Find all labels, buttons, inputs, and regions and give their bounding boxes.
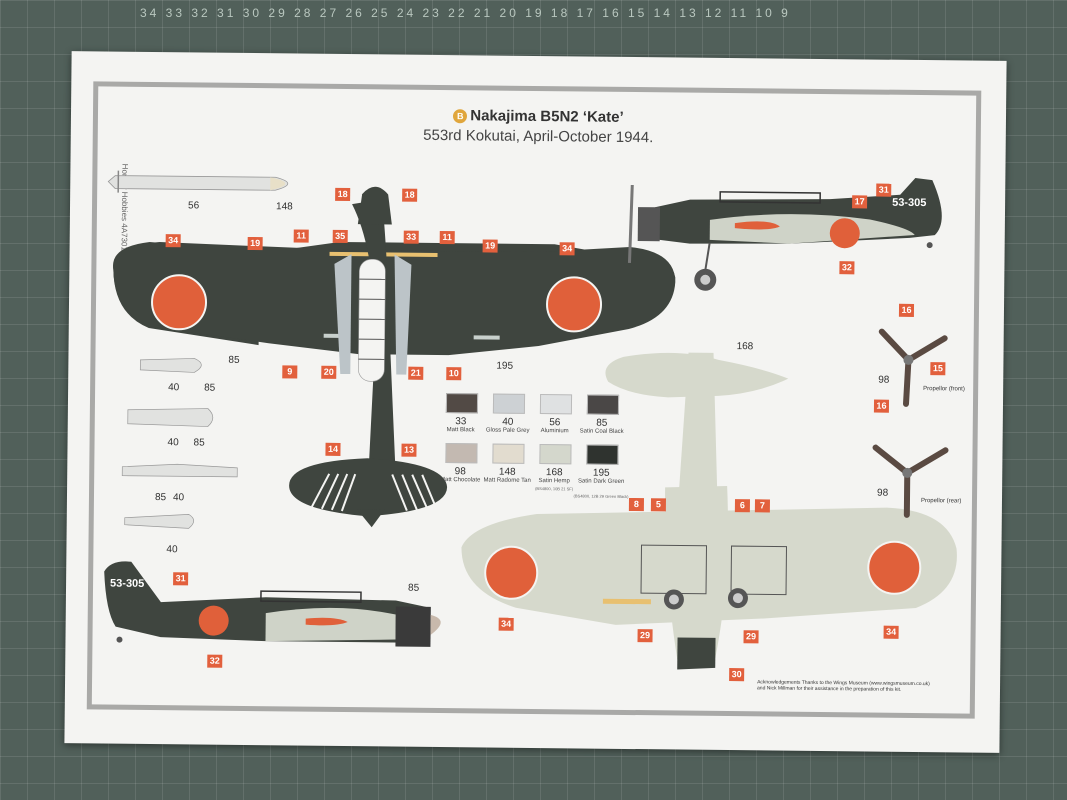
callout-15: 15 xyxy=(930,362,946,376)
swatch-40 xyxy=(492,393,526,414)
callout-18-right: 18 xyxy=(402,188,418,202)
part-num-98-front: 98 xyxy=(878,374,890,386)
code-left: 53-305 xyxy=(110,578,144,590)
swatch-85 xyxy=(586,394,620,415)
swatch-195-name: Satin Dark Green xyxy=(577,478,625,485)
part-num-40-b: 40 xyxy=(167,437,179,449)
callout-5: 5 xyxy=(650,498,666,512)
callout-11-left: 11 xyxy=(293,229,309,243)
underside-view-aircraft xyxy=(461,352,957,670)
callout-9: 9 xyxy=(282,365,298,379)
callout-14: 14 xyxy=(325,442,341,456)
part-num-40-d: 40 xyxy=(166,544,178,556)
callout-11-right: 11 xyxy=(439,230,455,245)
part-num-98-rear: 98 xyxy=(877,487,889,499)
part-num-40-a: 40 xyxy=(168,382,180,394)
acknowledgements: Acknowledgements Thanks to the Wings Mus… xyxy=(757,679,969,693)
swatch-56 xyxy=(539,394,573,415)
propeller-front-drawing xyxy=(878,328,948,407)
callout-31-left: 31 xyxy=(173,572,189,586)
callout-30: 30 xyxy=(729,668,745,682)
callout-35: 35 xyxy=(332,229,348,244)
swatch-98 xyxy=(445,443,478,464)
part-num-56: 56 xyxy=(187,200,200,212)
swatch-195-num: 195 xyxy=(592,467,610,479)
callout-31-right: 31 xyxy=(876,183,892,197)
swatch-33 xyxy=(445,393,479,414)
callout-16-bottom: 16 xyxy=(873,399,890,413)
callout-7: 7 xyxy=(754,499,770,513)
propeller-rear-label: Propellor (rear) xyxy=(920,498,962,505)
callout-6: 6 xyxy=(734,499,750,513)
callout-29-left: 29 xyxy=(637,629,653,643)
torpedo-drawing xyxy=(107,170,289,193)
part-num-85-e: 85 xyxy=(407,582,420,594)
part-num-85-b: 85 xyxy=(204,382,216,394)
side-view-aircraft-left: 53-305 xyxy=(104,561,441,647)
callout-21: 21 xyxy=(408,366,424,380)
propeller-rear-drawing xyxy=(872,444,949,518)
callout-17: 17 xyxy=(852,195,868,209)
callout-34-under-right: 34 xyxy=(883,625,899,639)
callout-19-right: 19 xyxy=(482,239,498,253)
callout-34-under-left: 34 xyxy=(498,617,514,631)
propeller-front-label: Propellor (front) xyxy=(923,386,965,393)
side-view-aircraft-right: 53-305 xyxy=(627,177,942,291)
part-num-168: 168 xyxy=(736,341,754,353)
part-num-85-d: 85 xyxy=(154,492,167,504)
callout-32-left: 32 xyxy=(207,654,223,668)
callout-19-left: 19 xyxy=(247,236,263,251)
callout-20: 20 xyxy=(321,365,337,379)
callout-29-right: 29 xyxy=(743,630,759,644)
callout-34-left: 34 xyxy=(165,234,181,248)
callout-8: 8 xyxy=(628,497,644,512)
callout-34-right: 34 xyxy=(559,242,575,256)
callout-33: 33 xyxy=(403,230,419,244)
ordnance-drawings xyxy=(121,358,238,529)
part-num-40-c: 40 xyxy=(172,492,185,504)
part-num-85-c: 85 xyxy=(193,437,205,449)
aircraft-artwork: 53-305 xyxy=(104,170,957,670)
callout-13: 13 xyxy=(401,443,417,457)
swatch-148 xyxy=(492,443,525,464)
code-right: 53-305 xyxy=(892,197,926,209)
mat-ruler: 34 33 32 31 30 29 28 27 26 25 24 23 22 2… xyxy=(140,6,791,20)
callout-32-right: 32 xyxy=(839,261,855,275)
callout-16-top: 16 xyxy=(898,303,915,317)
swatch-168-sub: (BS4800, 10B 21 SF) xyxy=(535,486,574,492)
part-num-85-a: 85 xyxy=(228,354,240,366)
callout-10: 10 xyxy=(446,367,462,381)
callout-18-left: 18 xyxy=(335,187,351,202)
part-num-195: 195 xyxy=(496,360,514,372)
swatch-168 xyxy=(539,444,572,465)
swatch-195-sub: (BS4800, 12B 29 Green Black) xyxy=(573,493,629,499)
plan-view-aircraft-top xyxy=(113,186,676,528)
swatch-85-num: 85 xyxy=(596,417,608,429)
swatch-195 xyxy=(586,444,619,465)
part-num-148: 148 xyxy=(275,201,293,213)
swatch-85-name: Satin Coal Black xyxy=(579,428,624,435)
